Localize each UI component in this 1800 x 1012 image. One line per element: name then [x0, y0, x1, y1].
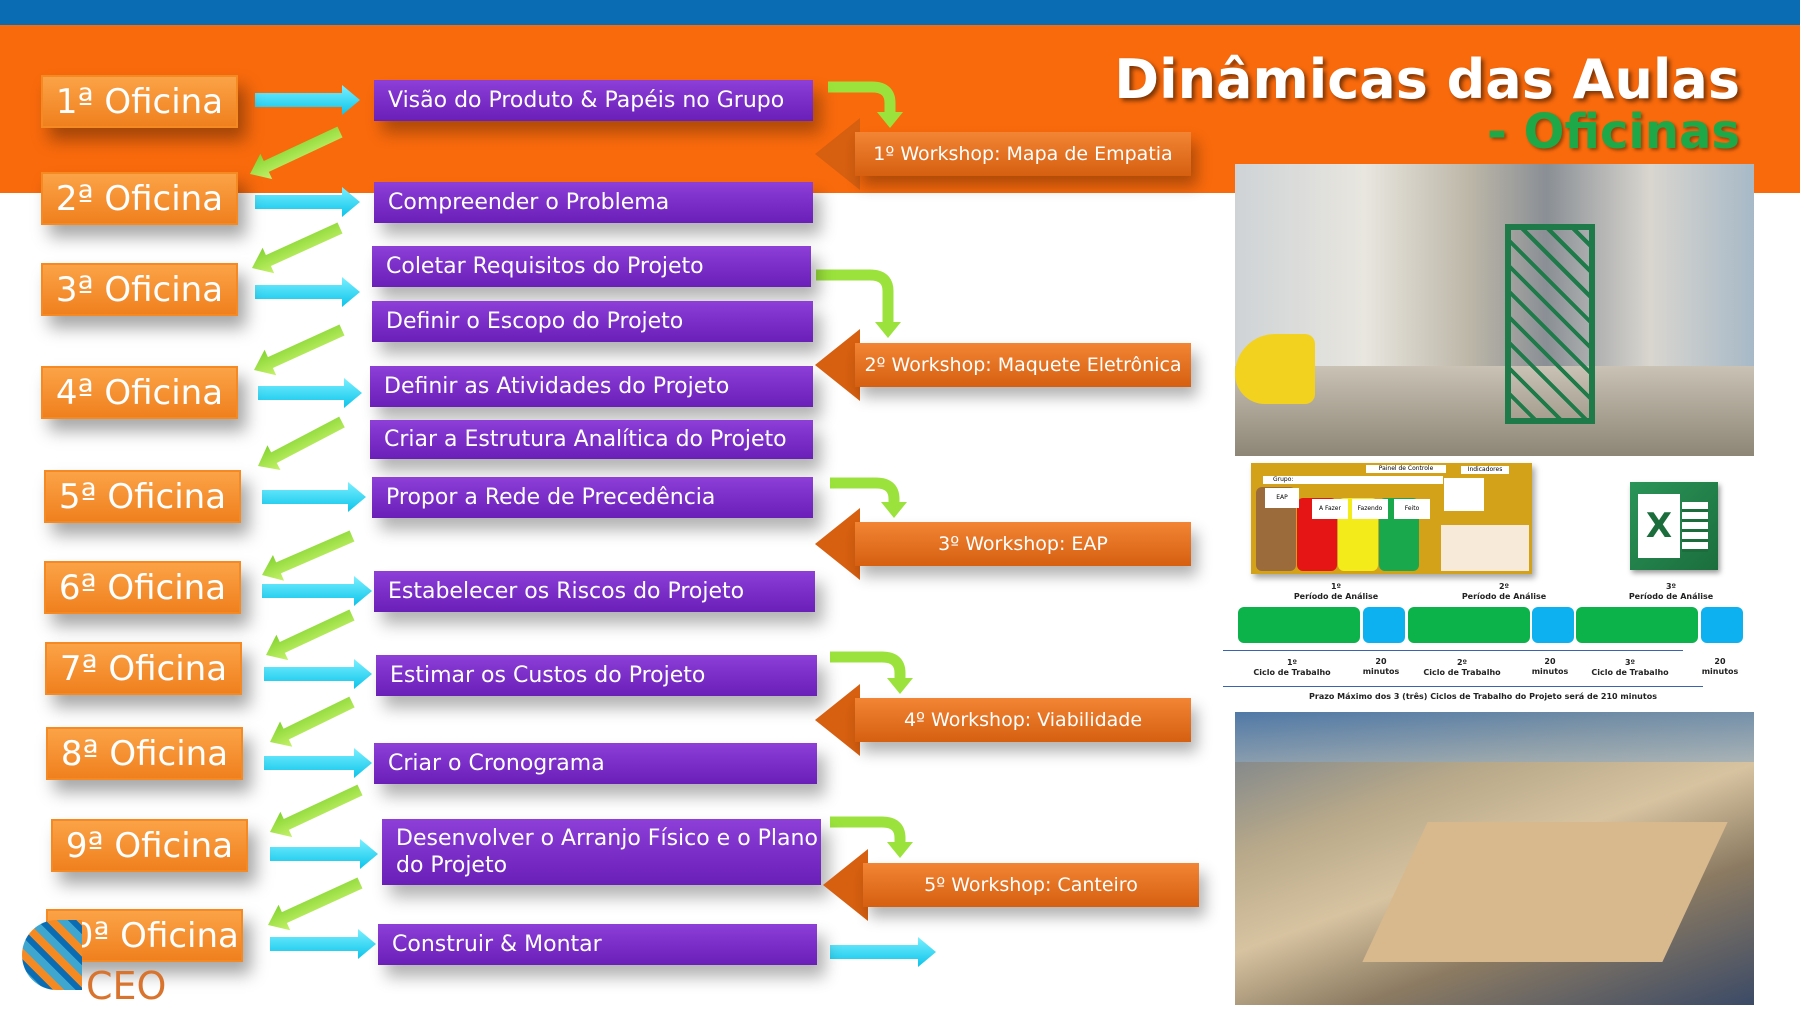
oficina-box: 1ª Oficina: [41, 75, 238, 128]
excel-icon: X: [1630, 482, 1718, 570]
cycle-label: 2º Ciclo de Trabalho: [1423, 658, 1501, 677]
right-arrow-icon: [258, 378, 362, 408]
step-box: Visão do Produto & Papéis no Grupo: [374, 79, 813, 121]
kanban-board-image: Painel de Controle Indicadores Grupo: EA…: [1251, 463, 1532, 574]
down-left-arrow-icon: [261, 530, 355, 581]
workshop-arrow: 1º Workshop: Mapa de Empatia: [815, 118, 1191, 190]
timeline-block: [1576, 607, 1698, 643]
down-left-arrow-icon: [267, 877, 363, 931]
minutes-label: 20 minutos: [1531, 657, 1569, 676]
curved-arrow-icon: [816, 269, 894, 324]
right-arrow-icon: [262, 482, 366, 512]
right-arrow-icon: [830, 937, 936, 967]
oficina-box: 2ª Oficina: [41, 172, 238, 225]
down-left-arrow-icon: [257, 416, 345, 471]
period-label: 3º Período de Análise: [1628, 582, 1714, 601]
down-left-arrow-icon: [249, 126, 343, 180]
cycle-label: 1º Ciclo de Trabalho: [1253, 658, 1331, 677]
step-box: Desenvolver o Arranjo Físico e o Plano d…: [382, 819, 821, 885]
arrow-head-icon: [815, 329, 860, 401]
page-subtitle: - Oficinas: [1486, 104, 1740, 160]
timeline-axis: [1223, 650, 1683, 651]
right-arrow-icon: [255, 187, 360, 217]
right-arrow-icon: [270, 839, 378, 869]
timeline: 1º Período de Análise 2º Período de Análi…: [1223, 580, 1745, 706]
right-arrow-icon: [262, 576, 372, 606]
right-arrow-icon: [255, 85, 360, 115]
timeline-block: [1408, 607, 1530, 643]
workshop-arrow: 2º Workshop: Maquete Eletrônica: [815, 329, 1191, 401]
workshop-arrow: 5º Workshop: Canteiro: [823, 849, 1199, 921]
workshop-label: 3º Workshop: EAP: [855, 522, 1191, 566]
page-title: Dinâmicas das Aulas: [1114, 48, 1740, 111]
workshop-label: 1º Workshop: Mapa de Empatia: [855, 132, 1191, 176]
down-left-arrow-icon: [251, 222, 343, 274]
step-box: Propor a Rede de Precedência: [372, 476, 813, 518]
step-box: Definir o Escopo do Projeto: [372, 300, 813, 342]
step-box: Estabelecer os Riscos do Projeto: [374, 570, 815, 612]
right-arrow-icon: [255, 277, 360, 307]
step-box: Compreender o Problema: [374, 181, 813, 223]
arrow-head-icon: [815, 508, 860, 580]
oficina-box: 6ª Oficina: [44, 561, 241, 614]
cycle-label: 3º Ciclo de Trabalho: [1591, 658, 1669, 677]
right-arrow-icon: [264, 659, 372, 689]
workshop-label: 4º Workshop: Viabilidade: [855, 698, 1191, 742]
timeline-block: [1238, 607, 1360, 643]
classroom-photo: [1235, 712, 1754, 1005]
oficina-box: 3ª Oficina: [41, 263, 238, 316]
tower-model: [1505, 224, 1595, 424]
down-left-arrow-icon: [269, 696, 355, 747]
logo-mosaic-icon: [22, 920, 82, 990]
arrow-head-icon: [881, 502, 907, 518]
period-label: 2º Período de Análise: [1461, 582, 1547, 601]
timeline-block: [1363, 607, 1405, 643]
arrow-head-icon: [815, 684, 860, 756]
timeline-axis: [1223, 686, 1703, 687]
top-bar: [0, 0, 1800, 25]
workshop-label: 2º Workshop: Maquete Eletrônica: [855, 343, 1191, 387]
curved-arrow-icon: [830, 477, 900, 504]
down-left-arrow-icon: [253, 324, 345, 376]
step-box: Construir & Montar: [378, 923, 817, 965]
logo-text: CEO: [86, 964, 167, 1008]
minutes-label: 20 minutos: [1701, 657, 1739, 676]
arrow-head-icon: [877, 112, 903, 128]
right-arrow-icon: [270, 929, 376, 959]
oficina-box: 4ª Oficina: [41, 366, 238, 419]
timeline-block: [1532, 607, 1574, 643]
curved-arrow-icon: [830, 816, 906, 844]
down-left-arrow-icon: [266, 609, 355, 661]
arrow-head-icon: [887, 678, 913, 694]
down-left-arrow-icon: [269, 784, 363, 838]
arrow-head-icon: [887, 842, 913, 858]
step-box: Estimar os Custos do Projeto: [376, 654, 817, 696]
arrow-head-icon: [875, 322, 901, 338]
workshop-arrow: 4º Workshop: Viabilidade: [815, 684, 1191, 756]
oficina-box: 7ª Oficina: [45, 642, 242, 695]
arrow-head-icon: [823, 849, 868, 921]
step-box: Criar a Estrutura Analítica do Projeto: [370, 419, 813, 459]
right-arrow-icon: [264, 748, 372, 778]
curved-arrow-icon: [830, 651, 906, 680]
workshop-arrow: 3º Workshop: EAP: [815, 508, 1191, 580]
arrow-head-icon: [815, 118, 860, 190]
curved-arrow-icon: [828, 81, 896, 114]
step-box: Coletar Requisitos do Projeto: [372, 245, 811, 287]
oficina-box: 5ª Oficina: [44, 470, 241, 523]
step-box: Definir as Atividades do Projeto: [370, 365, 813, 407]
minutes-label: 20 minutos: [1362, 657, 1400, 676]
timeline-footer: Prazo Máximo dos 3 (três) Ciclos de Trab…: [1309, 692, 1657, 701]
step-box: Criar o Cronograma: [374, 742, 817, 784]
workshop-label: 5º Workshop: Canteiro: [863, 863, 1199, 907]
team-photo: [1235, 164, 1754, 456]
period-label: 1º Período de Análise: [1293, 582, 1379, 601]
oficina-box: 9ª Oficina: [51, 819, 248, 872]
timeline-block: [1701, 607, 1743, 643]
oficina-box: 8ª Oficina: [46, 727, 243, 780]
logo: CEO: [22, 920, 182, 1010]
